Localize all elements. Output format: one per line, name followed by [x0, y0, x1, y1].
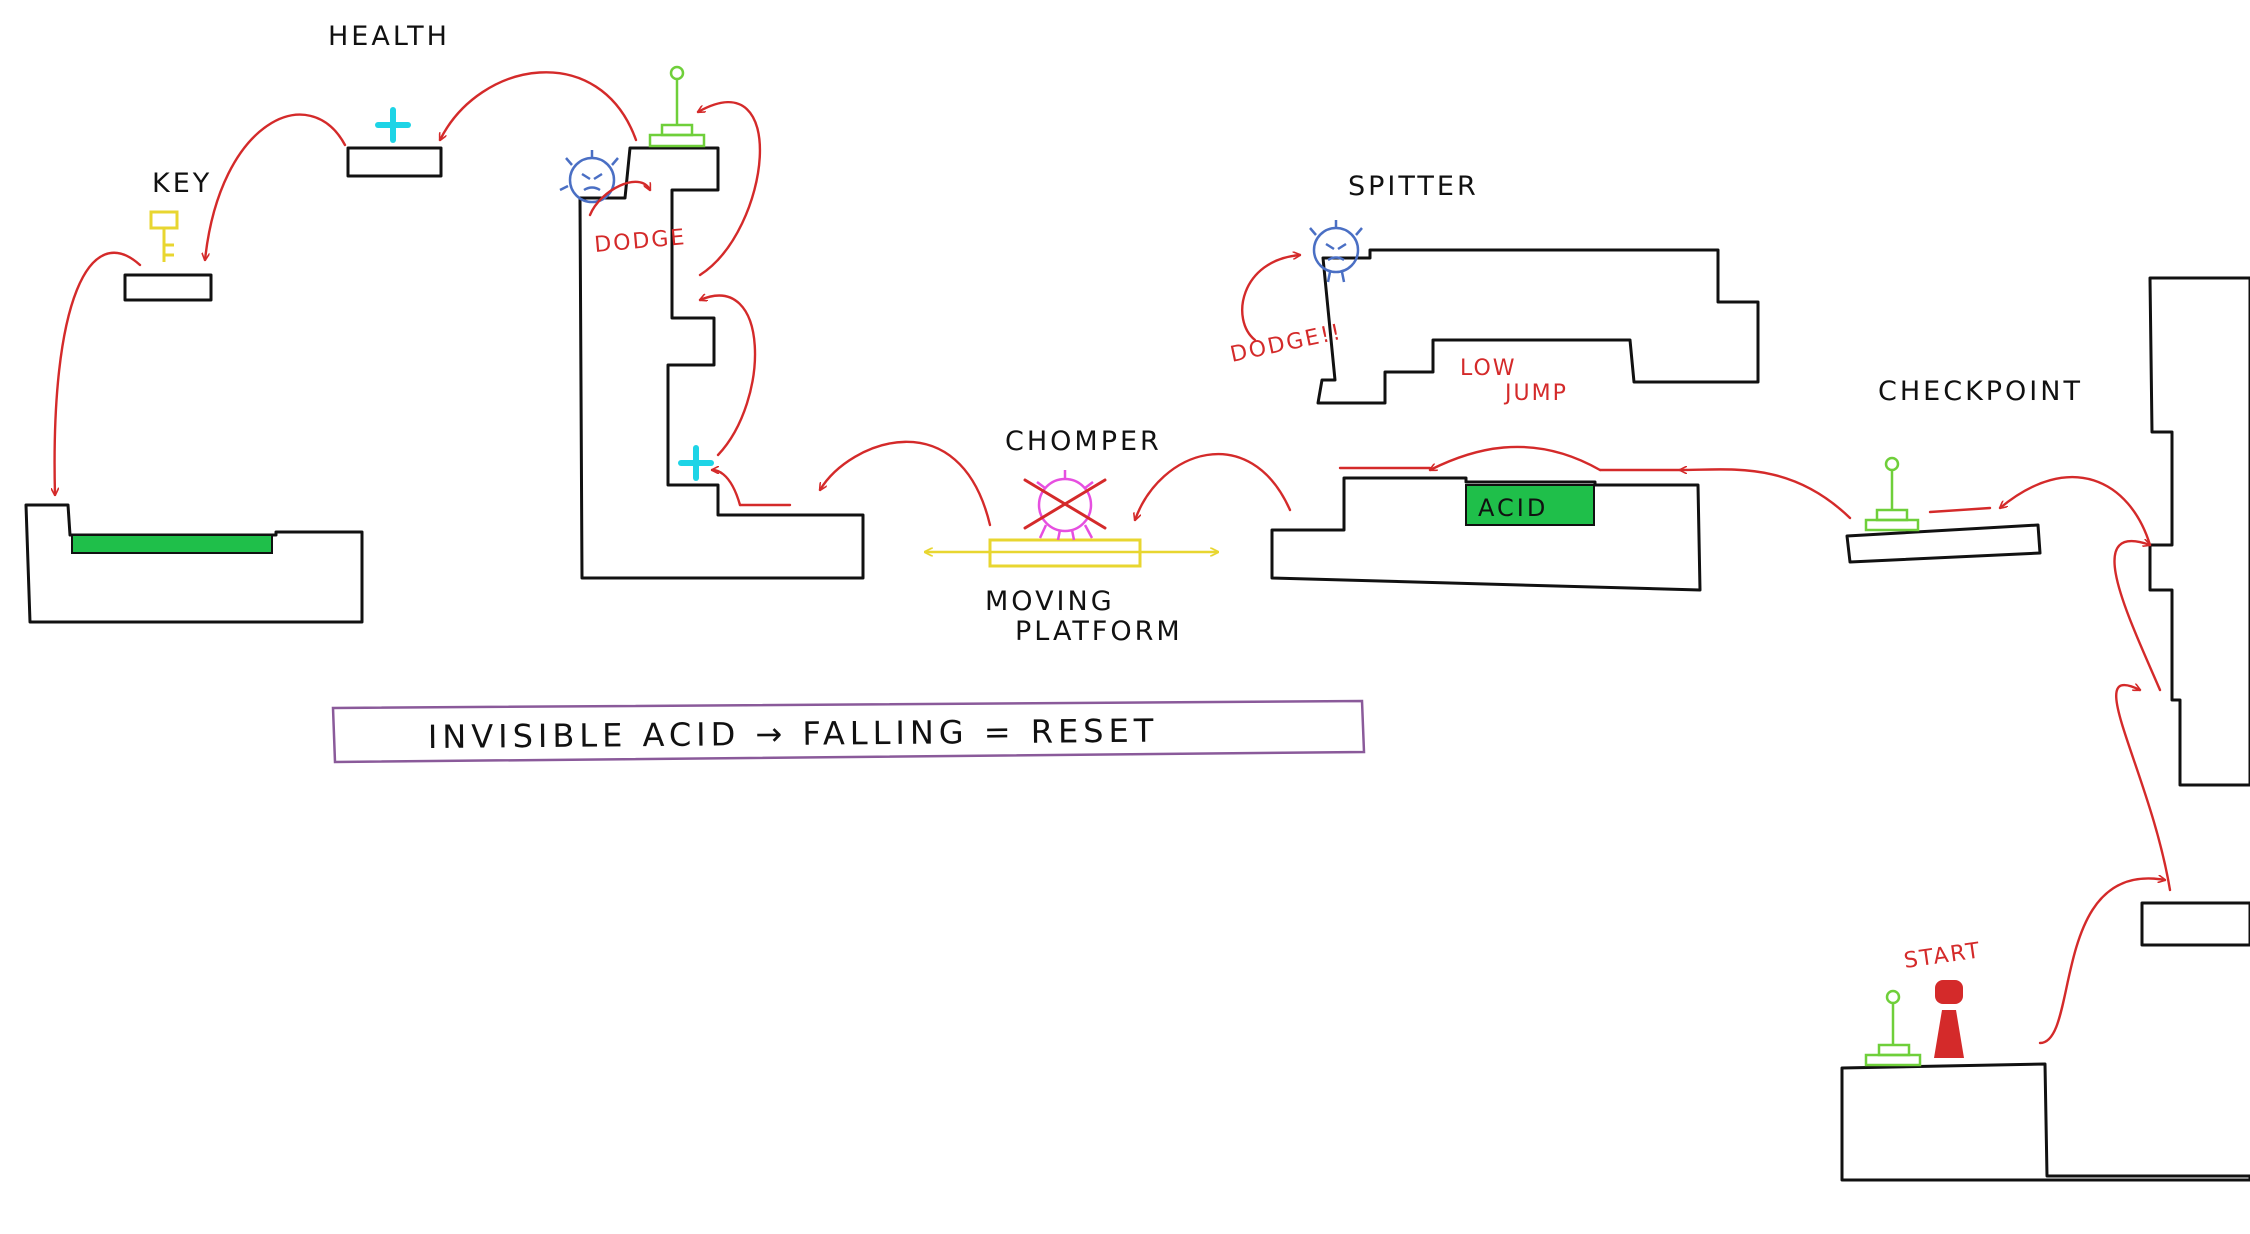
path-arrows — [55, 71, 2172, 1045]
start-platform — [1840, 1062, 2250, 1182]
right-wall — [2148, 276, 2250, 787]
label-spitter: SPITTER — [1348, 171, 1479, 202]
label-start: START — [1902, 938, 1983, 974]
label-key: KEY — [152, 168, 212, 199]
health-plus-icon — [375, 107, 411, 143]
label-low-jump-2: JUMP — [1503, 381, 1568, 406]
spitter-enemy-icon — [559, 150, 619, 204]
label-low-jump-1: LOW — [1460, 356, 1517, 381]
label-note: INVISIBLE ACID → FALLING = RESET — [428, 712, 1159, 756]
health-plus-icon-2 — [678, 445, 714, 481]
checkpoint-lever-icon-3 — [1864, 989, 1922, 1067]
ledge-platform — [2140, 901, 2250, 947]
checkpoint-platform — [1845, 523, 2042, 564]
key-platform — [123, 273, 213, 302]
health-platform — [346, 146, 443, 178]
acid-pool-goal — [71, 534, 273, 554]
checkpoint-lever-icon — [648, 65, 706, 148]
chomper-enemy-icon — [1036, 470, 1094, 541]
chomper-crossed-out — [1023, 478, 1107, 530]
acid-pool — [1465, 484, 1595, 526]
goal-platform — [24, 503, 364, 624]
label-moving-platform-1: MOVING — [985, 586, 1115, 617]
label-chomper: CHOMPER — [1005, 426, 1162, 457]
label-moving-platform-2: PLATFORM — [1015, 616, 1183, 647]
player-icon — [1934, 980, 1964, 1058]
spitter-enemy-icon-2 — [1309, 220, 1363, 283]
tower-platform — [578, 146, 865, 580]
label-health: HEALTH — [328, 21, 450, 52]
label-checkpoint: CHECKPOINT — [1878, 376, 2083, 407]
spitter-platform — [1316, 248, 1760, 405]
key-icon — [149, 210, 179, 262]
label-acid: ACID — [1478, 494, 1548, 522]
note-box — [331, 699, 1366, 764]
checkpoint-lever-icon-2 — [1864, 456, 1920, 532]
